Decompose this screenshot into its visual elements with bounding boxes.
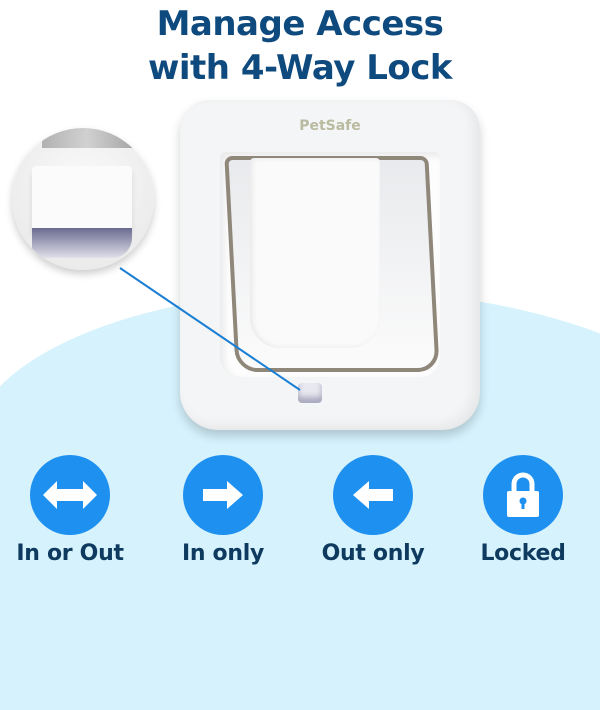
arrow-left-icon: [353, 481, 393, 509]
mode-icon-circle: [483, 455, 563, 535]
zoom-flap-edge: [42, 128, 132, 148]
flap-inner: [250, 158, 380, 348]
mode-in-or-out: In or Out: [0, 455, 140, 566]
page-title: Manage Access with 4-Way Lock: [0, 2, 600, 90]
mode-out-only: Out only: [303, 455, 443, 566]
mode-icon-circle: [333, 455, 413, 535]
mode-label: In only: [181, 541, 265, 566]
zoom-dial-shadow: [32, 228, 132, 258]
title-line-1: Manage Access: [156, 4, 444, 44]
lock-modes: In or Out In only Out only Locked: [0, 455, 600, 575]
brand-logo: PetSafe: [299, 118, 361, 134]
mode-label: In or Out: [16, 541, 124, 566]
title-line-2: with 4-Way Lock: [147, 48, 453, 88]
mode-in-only: In only: [153, 455, 293, 566]
padlock-icon: [507, 472, 539, 517]
double-arrow-icon: [43, 481, 97, 509]
zoom-lock-dial: [32, 166, 132, 230]
mode-label: Out only: [321, 541, 425, 566]
arrow-right-icon: [203, 481, 243, 509]
lock-dial: [298, 383, 322, 403]
mode-icon-circle: [183, 455, 263, 535]
mode-icon-circle: [30, 455, 110, 535]
mode-locked: Locked: [453, 455, 593, 566]
lock-detail-zoom: [12, 128, 154, 270]
door-opening: [220, 152, 440, 377]
mode-label: Locked: [480, 541, 566, 566]
pet-door-image: PetSafe: [180, 100, 480, 430]
